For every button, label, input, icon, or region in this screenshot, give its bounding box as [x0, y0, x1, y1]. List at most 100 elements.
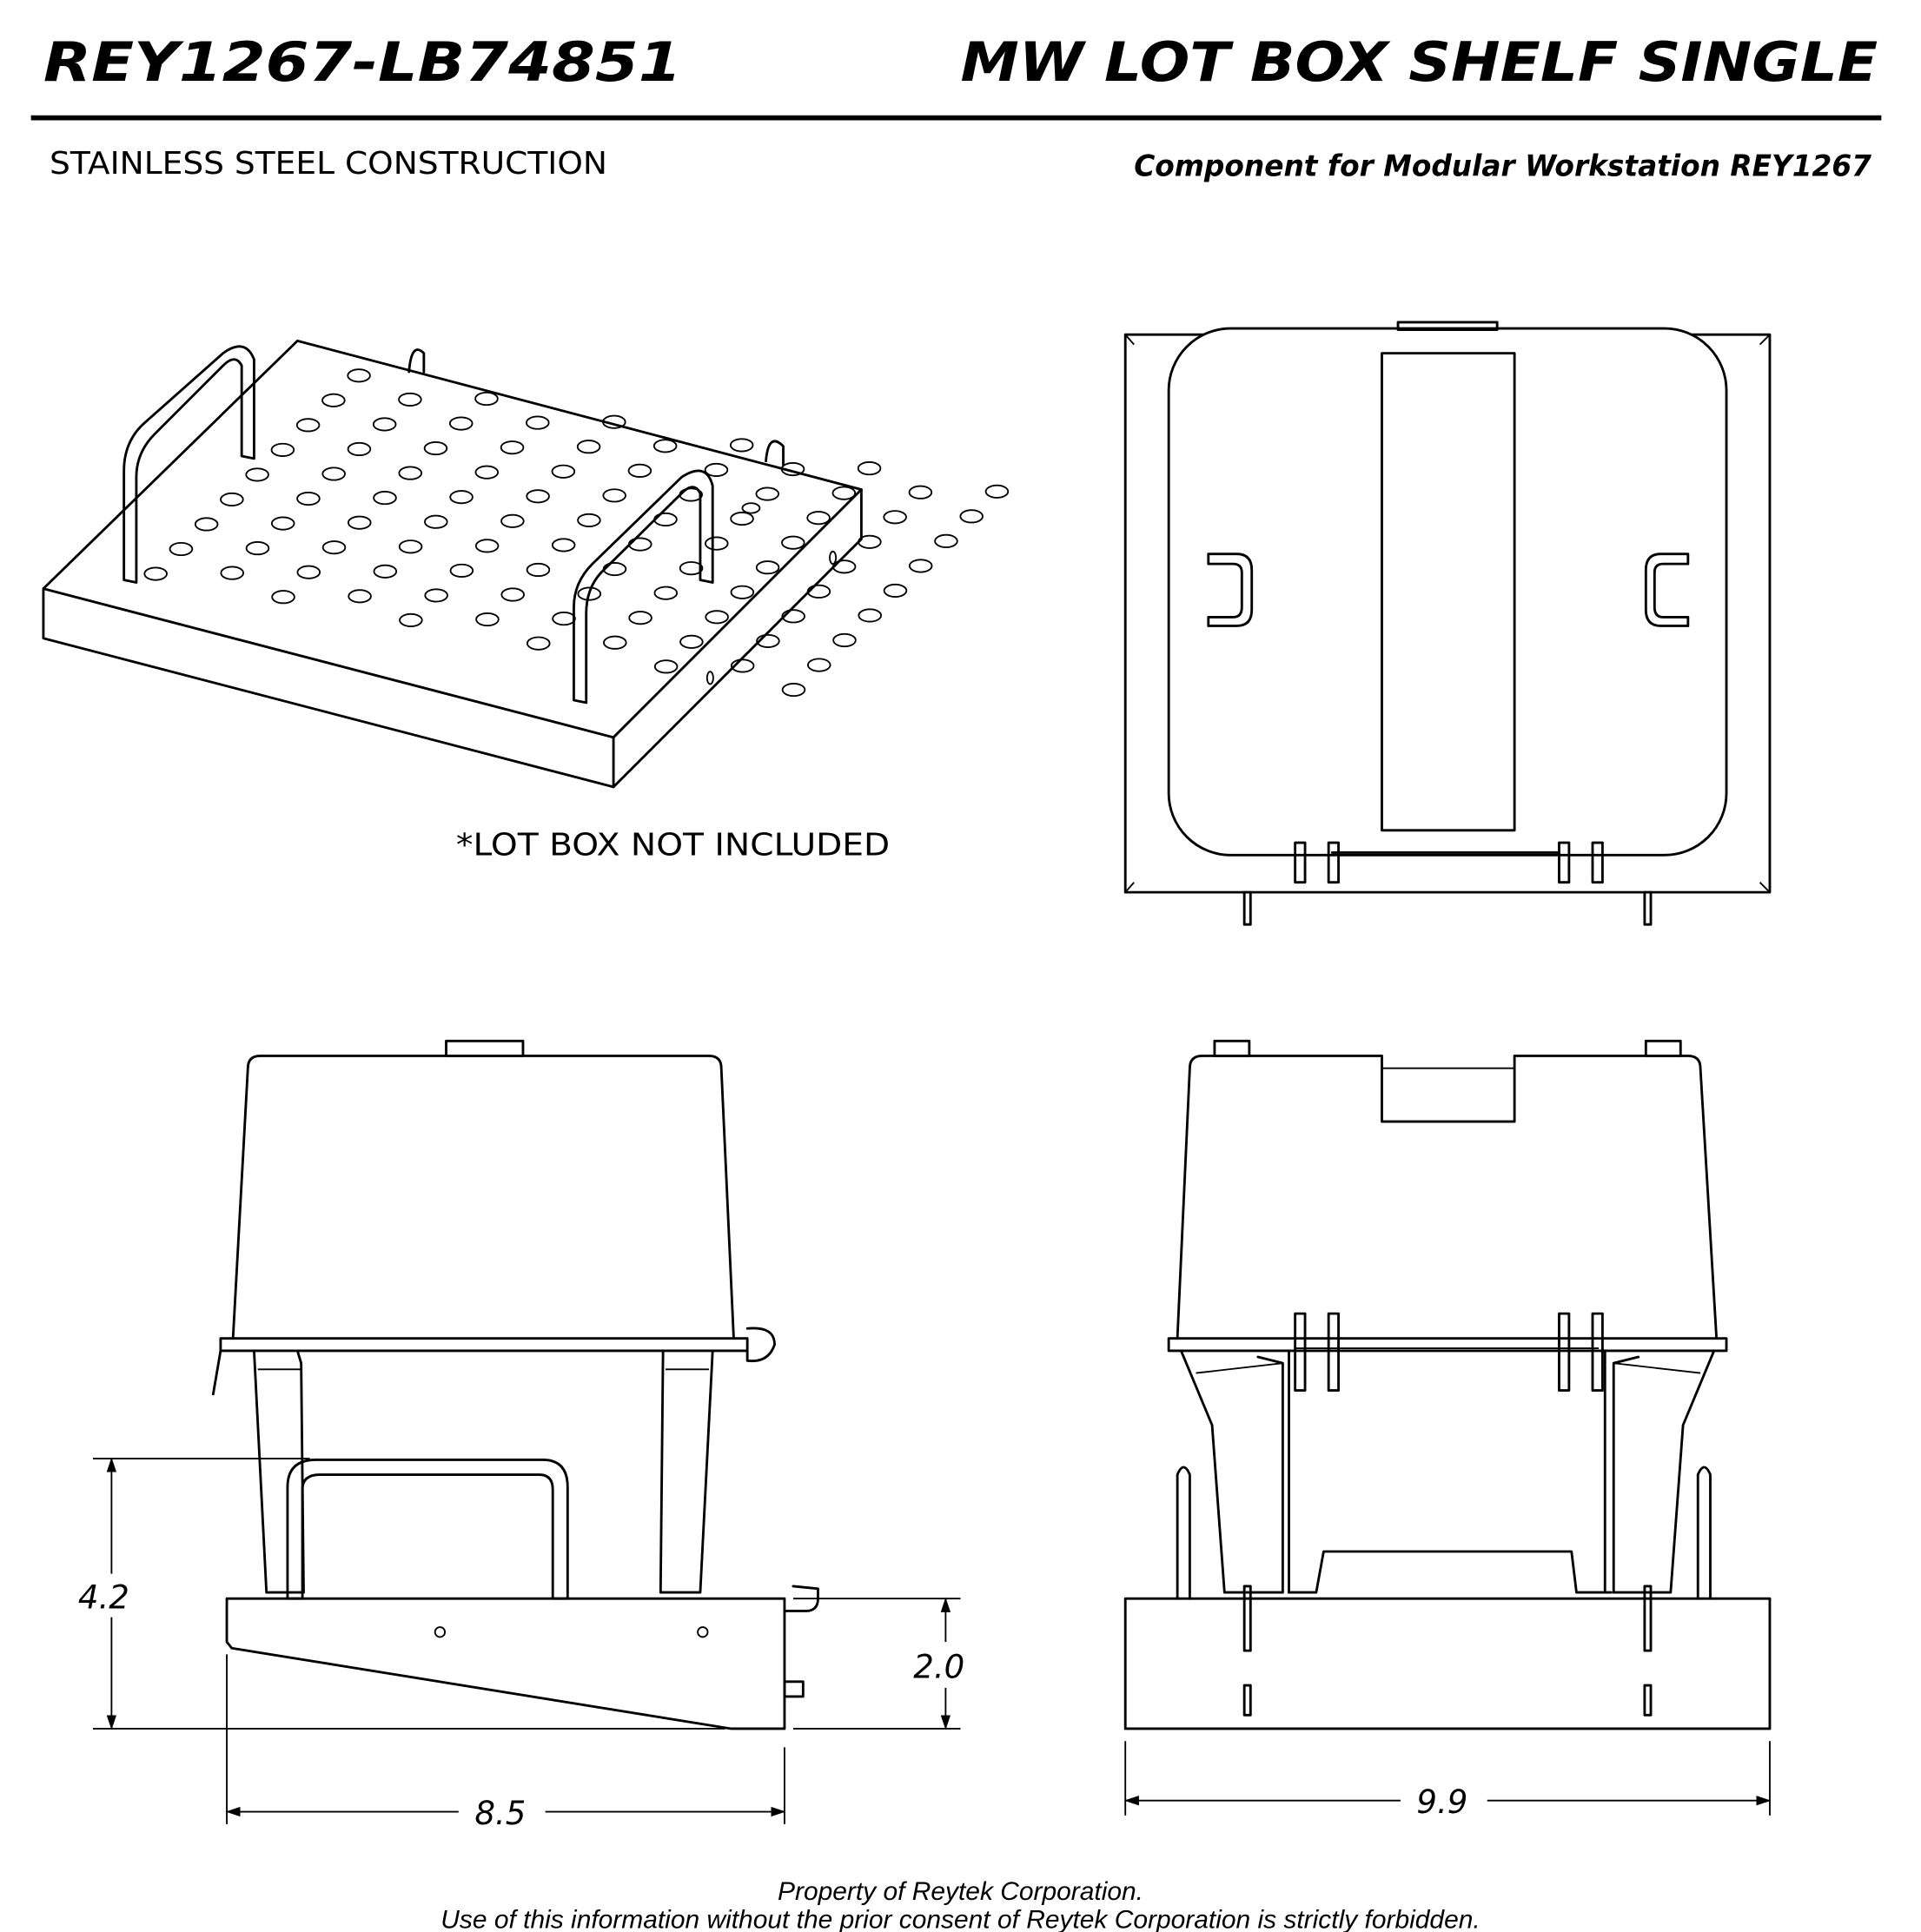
perforation-holes: [143, 368, 1010, 698]
perforation-hole: [705, 610, 729, 625]
perforation-hole: [500, 440, 525, 455]
perforation-hole: [245, 467, 269, 482]
perforation-hole: [806, 584, 831, 599]
perforation-hole: [449, 563, 474, 578]
perforation-hole: [295, 418, 321, 433]
perforation-hole: [500, 513, 525, 528]
perforation-hole: [398, 539, 423, 554]
perforation-hole: [321, 393, 346, 407]
part-number: REY1267-LB74851: [43, 30, 682, 94]
perforation-hole: [220, 492, 244, 507]
perforation-hole: [781, 535, 805, 550]
perforation-hole: [271, 590, 295, 605]
perforation-hole: [220, 566, 244, 580]
perforation-hole: [730, 585, 755, 599]
perforation-hole: [908, 559, 933, 573]
perforation-hole: [603, 635, 627, 650]
perforation-hole: [321, 540, 347, 555]
perforation-hole: [526, 415, 550, 430]
side-view: [92, 1039, 961, 1824]
perforation-hole: [883, 510, 907, 525]
perforation-hole: [474, 539, 500, 553]
perforation-hole: [781, 609, 805, 624]
perforation-hole: [347, 441, 372, 457]
perforation-hole: [984, 484, 1010, 499]
perforation-hole: [399, 612, 423, 627]
perforation-hole: [781, 682, 806, 698]
dimension-width: 9.9: [1416, 1783, 1467, 1821]
footer-property-notice: Property of Reytek Corporation.: [778, 1877, 1143, 1906]
perforation-hole: [424, 588, 448, 603]
perforation-hole: [832, 632, 857, 648]
perforation-hole: [679, 634, 704, 649]
perforation-hole: [806, 658, 831, 672]
perforation-hole: [934, 533, 958, 548]
perforation-hole: [424, 514, 448, 529]
perforation-hole: [756, 633, 780, 648]
dimension-shelf-height: 2.0: [913, 1648, 964, 1685]
perforation-hole: [908, 485, 933, 500]
perforation-hole: [373, 491, 397, 506]
perforation-hole: [526, 489, 550, 504]
perforation-hole: [831, 559, 857, 574]
perforation-hole: [423, 440, 448, 456]
perforation-hole: [194, 517, 219, 532]
perforation-hole: [526, 562, 551, 578]
perforation-hole: [449, 490, 474, 505]
perforation-hole: [296, 565, 321, 579]
perforation-hole: [526, 636, 551, 651]
perforation-hole: [858, 534, 882, 549]
perforation-hole: [398, 392, 422, 407]
perforation-hole: [602, 414, 626, 429]
handle-left: [123, 345, 255, 584]
perforation-hole: [552, 612, 576, 626]
perforation-hole: [245, 541, 270, 556]
perforation-hole: [270, 442, 295, 457]
perforation-hole: [883, 583, 908, 598]
perforation-hole: [679, 561, 704, 576]
perforation-hole: [347, 368, 371, 383]
dimension-total-height: 4.2: [78, 1579, 129, 1617]
perforation-hole: [704, 462, 729, 477]
perforation-hole: [780, 461, 805, 477]
dimension-depth: 8.5: [474, 1795, 526, 1832]
perforation-hole: [448, 416, 474, 431]
perforation-hole: [858, 608, 882, 623]
perforation-hole: [169, 541, 194, 557]
perforation-hole: [474, 465, 500, 480]
material-note: STAINLESS STEEL CONSTRUCTION: [50, 146, 607, 182]
lot-box-not-included-note: *LOT BOX NOT INCLUDED: [456, 827, 890, 863]
perforation-hole: [628, 611, 652, 625]
perforation-hole: [806, 511, 831, 526]
perforation-hole: [577, 513, 601, 527]
perforation-hole: [627, 537, 652, 552]
perforation-hole: [831, 486, 857, 500]
perforation-hole: [959, 509, 984, 524]
perforation-hole: [755, 486, 780, 501]
front-view: [1123, 1039, 1772, 1816]
perforation-hole: [373, 564, 398, 579]
perforation-hole: [474, 391, 499, 407]
isometric-view: [42, 339, 1010, 789]
drawing-title: MW LOT BOX SHELF SINGLE: [961, 30, 1878, 94]
perforation-hole: [321, 466, 346, 481]
perforation-hole: [755, 560, 780, 575]
handle-right: [573, 469, 714, 705]
perforation-hole: [398, 466, 423, 480]
perforation-hole: [730, 658, 755, 673]
perforation-hole: [705, 536, 729, 551]
perforation-hole: [347, 515, 372, 530]
perforation-hole: [500, 587, 525, 602]
perforation-hole: [652, 439, 678, 453]
perforation-hole: [602, 561, 627, 577]
perforation-hole: [296, 491, 321, 506]
perforation-hole: [653, 586, 679, 600]
perforation-hole: [143, 566, 168, 581]
perforation-hole: [577, 586, 602, 601]
footer-usage-notice: Use of this information without the prio…: [441, 1906, 1480, 1932]
perforation-hole: [348, 589, 372, 604]
perforation-hole: [730, 512, 754, 526]
perforation-hole: [857, 461, 882, 476]
perforation-hole: [372, 417, 397, 432]
